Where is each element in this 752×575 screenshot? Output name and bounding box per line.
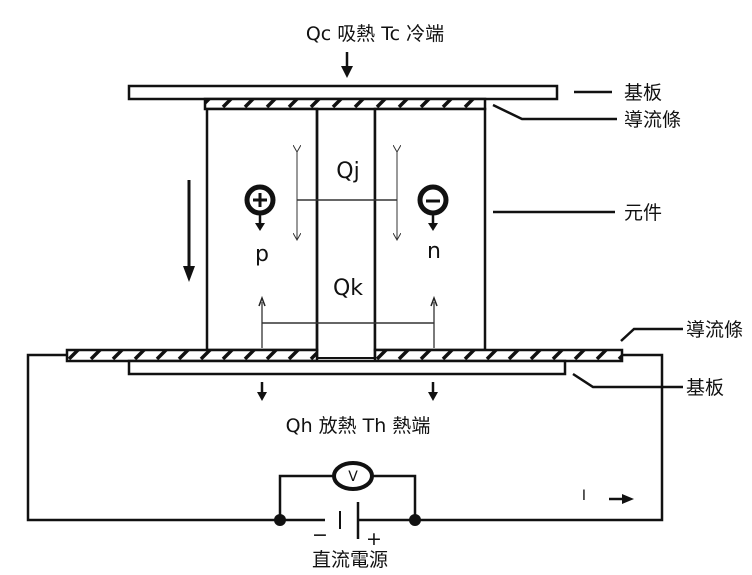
bottom-conductor-strip-left xyxy=(65,348,319,363)
joule-heat-label: Qj xyxy=(336,159,359,184)
p-type-label: p xyxy=(255,242,269,267)
n-type-label: n xyxy=(427,239,441,264)
top-conductor-label: 導流條 xyxy=(624,109,681,131)
bottom-substrate xyxy=(127,359,567,376)
joule-heat-arrows xyxy=(297,152,397,240)
battery-positive-label: + xyxy=(366,528,382,550)
current-label: I xyxy=(582,488,586,504)
heat-absorb-arrow-icon xyxy=(341,52,353,78)
power-source-label: 直流電源 xyxy=(312,549,388,571)
conduction-heat-label: Qk xyxy=(333,276,363,301)
voltmeter-icon xyxy=(332,461,374,491)
top-conductor-strip xyxy=(203,97,487,111)
top-substrate xyxy=(127,84,559,101)
top-substrate-label: 基板 xyxy=(624,82,662,104)
current-direction-arrow-icon xyxy=(183,180,195,282)
battery-icon xyxy=(339,502,360,539)
current-arrow-icon xyxy=(609,494,634,504)
bottom-conductor-label: 導流條 xyxy=(686,319,743,341)
circuit-node-right xyxy=(409,514,421,526)
hot-side-caption: Qh 放熱 Th 熱端 xyxy=(286,415,431,437)
hole-carrier-icon xyxy=(244,184,276,231)
cold-side-caption: Qc 吸熱 Tc 冷端 xyxy=(306,23,444,45)
element-label: 元件 xyxy=(624,202,662,224)
n-type-element xyxy=(373,107,487,352)
external-circuit xyxy=(26,353,664,526)
voltmeter-label: V xyxy=(348,469,358,485)
circuit-node-left xyxy=(274,514,286,526)
bottom-conductor-strip-right xyxy=(373,348,624,363)
bottom-substrate-label: 基板 xyxy=(686,377,724,399)
heat-release-arrows-icon xyxy=(257,382,438,401)
battery-negative-label: − xyxy=(312,524,328,546)
electron-carrier-icon xyxy=(417,184,449,231)
conduction-heat-arrows xyxy=(258,295,438,348)
